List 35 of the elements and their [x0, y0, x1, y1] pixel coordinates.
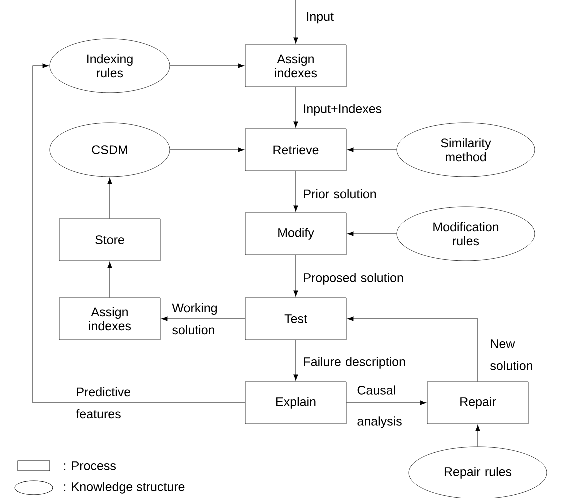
edge-label: Input: [307, 12, 334, 24]
process-box: Retrieve: [245, 128, 347, 172]
process-box: Repair: [427, 382, 529, 424]
arrow: [170, 148, 244, 152]
arrow: [348, 148, 398, 152]
process-box: Assign indexes: [59, 298, 161, 340]
edge-label: Causal analysis: [358, 386, 402, 428]
edge-label: Prior solution: [304, 189, 376, 199]
edge-label: Failure description: [304, 357, 406, 369]
arrow: [294, 86, 298, 128]
arrow: [346, 400, 426, 406]
arrow: [294, 254, 298, 297]
edge-label: Working solution: [172, 303, 218, 335]
arrow: [294, 340, 298, 381]
arrow: [108, 178, 112, 220]
process-box: Store: [59, 218, 161, 262]
arrow: [348, 232, 398, 236]
edge-label: Proposed solution: [304, 273, 404, 285]
legend-text: : Process: [64, 462, 116, 470]
legend-text: : Knowledge structure: [64, 482, 185, 494]
arrow: [476, 425, 480, 448]
arrow: [348, 316, 478, 382]
arrow: [162, 316, 246, 322]
edge-label: Predictive features: [76, 387, 131, 419]
arrow: [32, 64, 246, 404]
edge-label: New solution: [490, 340, 532, 370]
process-box: Test: [245, 298, 347, 340]
arrow: [170, 64, 244, 68]
arrow: [294, 170, 298, 212]
process-box: Explain: [245, 382, 347, 424]
process-box: Modify: [245, 212, 347, 256]
process-box: Assign indexes: [245, 44, 347, 88]
arrow: [294, 0, 298, 44]
arrow: [108, 262, 112, 298]
edge-label: Input+Indexes: [304, 104, 382, 116]
